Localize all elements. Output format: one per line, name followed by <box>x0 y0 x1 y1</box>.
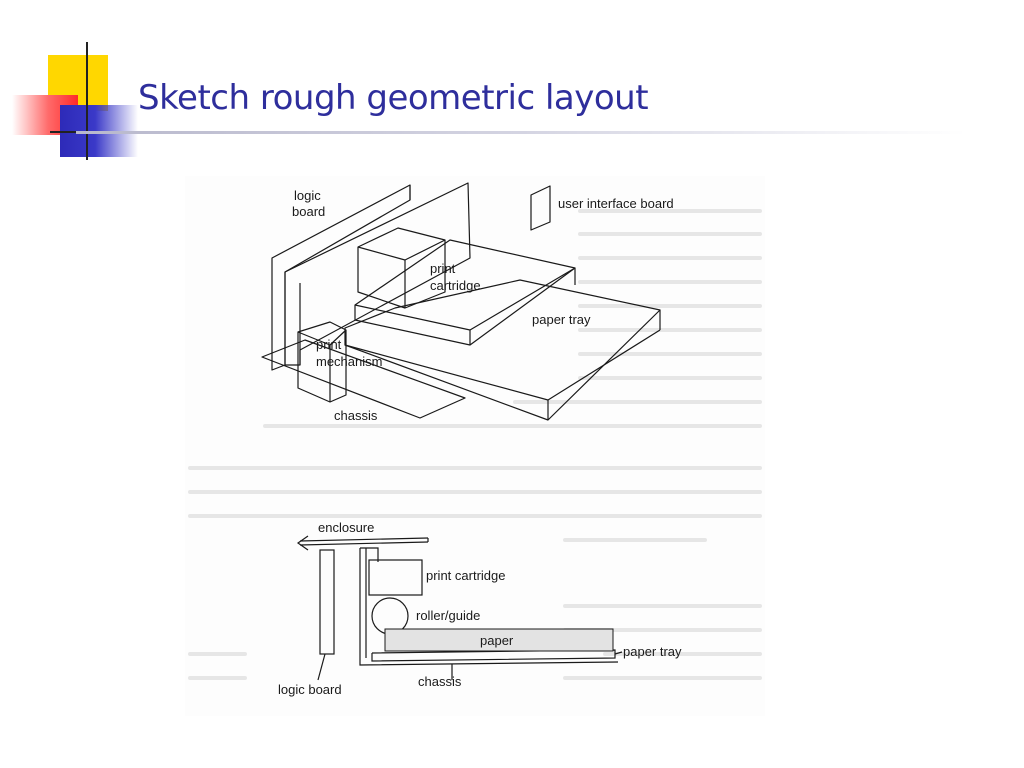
label-chassis-bottom: chassis <box>418 674 462 689</box>
title-underline-rule <box>76 131 966 134</box>
label-paper-tray: paper tray <box>532 312 591 327</box>
user-interface-board-panel <box>530 185 551 231</box>
label-paper-tray-bottom: paper tray <box>623 644 682 659</box>
label-print-mechanism-1: print <box>316 337 342 352</box>
print-mechanism-block <box>297 321 347 403</box>
label-paper: paper <box>480 633 514 648</box>
chassis-plate <box>261 339 466 419</box>
label-chassis: chassis <box>334 408 378 423</box>
print-cartridge-cube <box>357 227 446 309</box>
label-print-cartridge-2: cartridge <box>430 278 481 293</box>
slide-title: Sketch rough geometric layout <box>138 78 649 118</box>
label-logic-board-1: logic <box>294 188 321 203</box>
label-user-interface-board: user interface board <box>558 196 674 211</box>
label-print-cartridge-1: print <box>430 261 456 276</box>
scanned-figure <box>185 176 765 716</box>
paper-stack <box>354 239 576 346</box>
cross-section-logic-board <box>319 549 335 655</box>
label-roller-guide: roller/guide <box>416 608 480 623</box>
cross-section-diagram <box>296 535 623 681</box>
label-enclosure: enclosure <box>318 520 374 535</box>
paper-tray-slab <box>344 279 661 421</box>
label-logic-board-bottom: logic board <box>278 682 342 697</box>
title-decoration-vertical-line <box>86 42 88 160</box>
label-logic-board-2: board <box>292 204 325 219</box>
cross-section-print-cartridge <box>368 559 423 596</box>
label-print-mechanism-2: mechanism <box>316 354 382 369</box>
label-print-cartridge-bottom: print cartridge <box>426 568 505 583</box>
cross-section-paper <box>384 628 614 652</box>
faint-background-text <box>188 209 762 680</box>
